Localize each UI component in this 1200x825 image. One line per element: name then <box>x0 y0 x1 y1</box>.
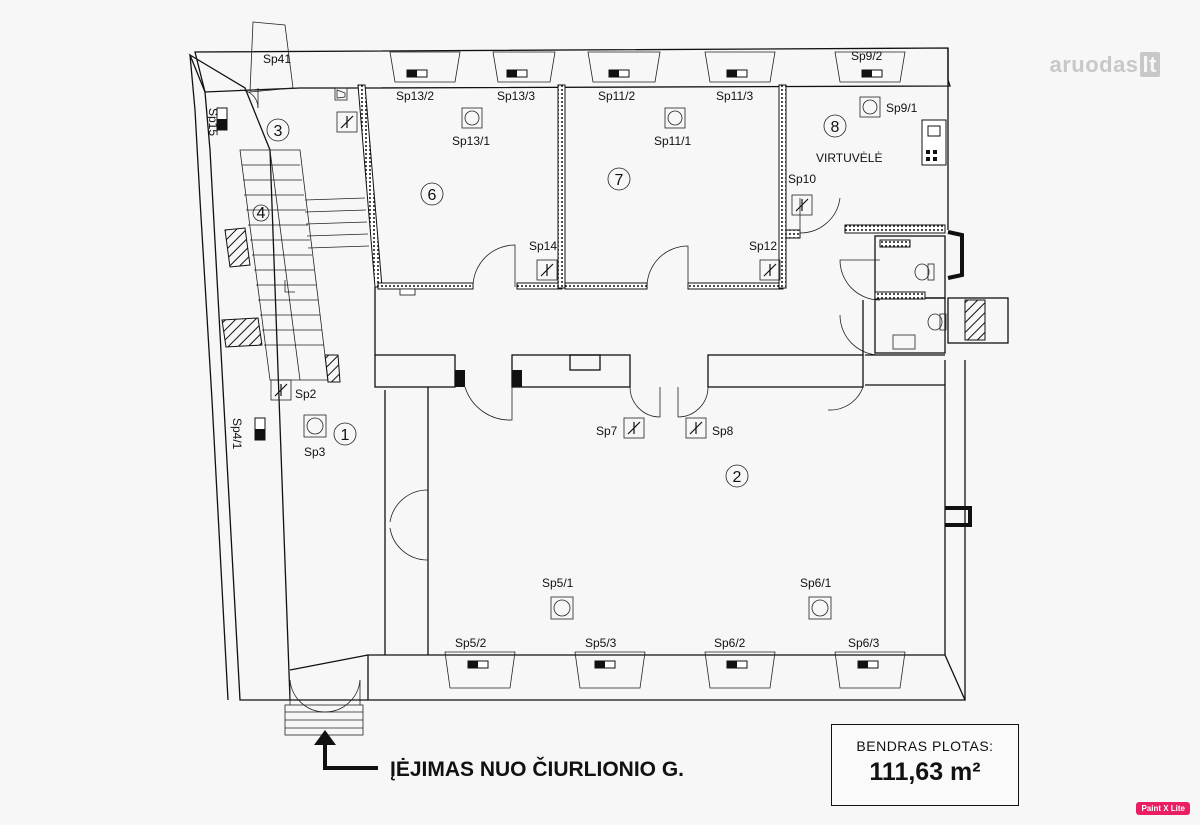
switch-sp14-icon <box>536 259 558 281</box>
label-sp10: Sp10 <box>788 172 816 186</box>
label-sp6-1: Sp6/1 <box>800 576 832 590</box>
entrance-arrow <box>314 730 378 770</box>
total-area-box: BENDRAS PLOTAS: 111,63 m² <box>831 724 1019 806</box>
room-7-number: 7 <box>615 172 624 189</box>
entrance-caption: ĮĖJIMAS NUO ČIURLIONIO G. <box>390 757 684 781</box>
label-sp9-2: Sp9/2 <box>851 49 883 63</box>
room-6-walls <box>357 84 566 296</box>
switch-sp7-icon <box>623 417 645 439</box>
label-sp13-3: Sp13/3 <box>497 89 535 103</box>
wall-lamp-icon <box>334 87 348 101</box>
label-sp8: Sp8 <box>712 424 734 438</box>
light-sp9-1 <box>859 96 881 118</box>
interior-walls <box>374 287 972 655</box>
staircase <box>221 149 370 383</box>
kitchen-walls <box>785 119 947 239</box>
light-sp5-1 <box>550 596 574 620</box>
label-sp2: Sp2 <box>295 387 317 401</box>
label-sp41: Sp41 <box>263 52 291 66</box>
ceiling-lights <box>303 96 881 620</box>
label-sp11-1: Sp11/1 <box>654 134 691 148</box>
bathrooms <box>839 230 1009 356</box>
fixture-labels: Sp41 Sp15 Sp13/2 Sp13/3 Sp13/1 Sp11/2 Sp… <box>206 49 918 650</box>
label-sp7: Sp7 <box>596 424 618 438</box>
label-sp11-2: Sp11/2 <box>598 89 635 103</box>
total-area-value: 111,63 m² <box>869 758 981 786</box>
label-sp14: Sp14 <box>529 239 557 253</box>
light-sp3 <box>303 414 327 438</box>
paint-x-lite-badge: Paint X Lite <box>1136 802 1190 815</box>
top-windows <box>249 21 906 93</box>
room-8-number: 8 <box>831 119 840 136</box>
switch-icons <box>216 87 813 441</box>
label-sp9-1: Sp9/1 <box>886 101 918 115</box>
label-sp4-1: Sp4/1 <box>230 418 244 450</box>
outer-walls <box>188 47 967 701</box>
light-sp11-1 <box>664 107 686 129</box>
room-4-number: 4 <box>257 205 266 222</box>
kitchen-name: VIRTUVĖLĖ <box>816 151 882 165</box>
switch-sp8-icon <box>685 417 707 439</box>
label-sp12: Sp12 <box>749 239 777 253</box>
switch-sp10-icon <box>791 194 813 216</box>
logo-text: aruodas <box>1049 52 1139 77</box>
total-area-label: BENDRAS PLOTAS: <box>856 738 994 754</box>
entrance-door[interactable] <box>284 679 364 736</box>
logo-suffix: lt <box>1139 52 1160 77</box>
switch-sp2-icon <box>270 379 292 401</box>
label-sp5-2: Sp5/2 <box>455 636 487 650</box>
room-1-number: 1 <box>341 427 350 444</box>
room-2-number: 2 <box>733 469 742 486</box>
label-sp6-3: Sp6/3 <box>848 636 880 650</box>
label-sp5-3: Sp5/3 <box>585 636 617 650</box>
label-sp5-1: Sp5/1 <box>542 576 574 590</box>
room-6-number: 6 <box>428 187 437 204</box>
room-3-number: 3 <box>274 123 283 140</box>
switch-sp12-icon <box>759 259 781 281</box>
label-sp13-2: Sp13/2 <box>396 89 434 103</box>
label-sp11-3: Sp11/3 <box>716 89 753 103</box>
label-sp6-2: Sp6/2 <box>714 636 746 650</box>
label-sp13-1: Sp13/1 <box>452 134 490 148</box>
label-sp15: Sp15 <box>206 108 220 136</box>
room-7-walls <box>564 84 787 290</box>
bottom-windows <box>444 651 906 689</box>
sp15-window-icon <box>216 107 228 131</box>
label-sp3: Sp3 <box>304 445 326 459</box>
switch-top-icon <box>336 111 358 133</box>
sp4-window-icon <box>254 417 266 441</box>
light-sp13-1 <box>461 107 483 129</box>
room-markers <box>266 114 847 488</box>
light-sp6-1 <box>808 596 832 620</box>
